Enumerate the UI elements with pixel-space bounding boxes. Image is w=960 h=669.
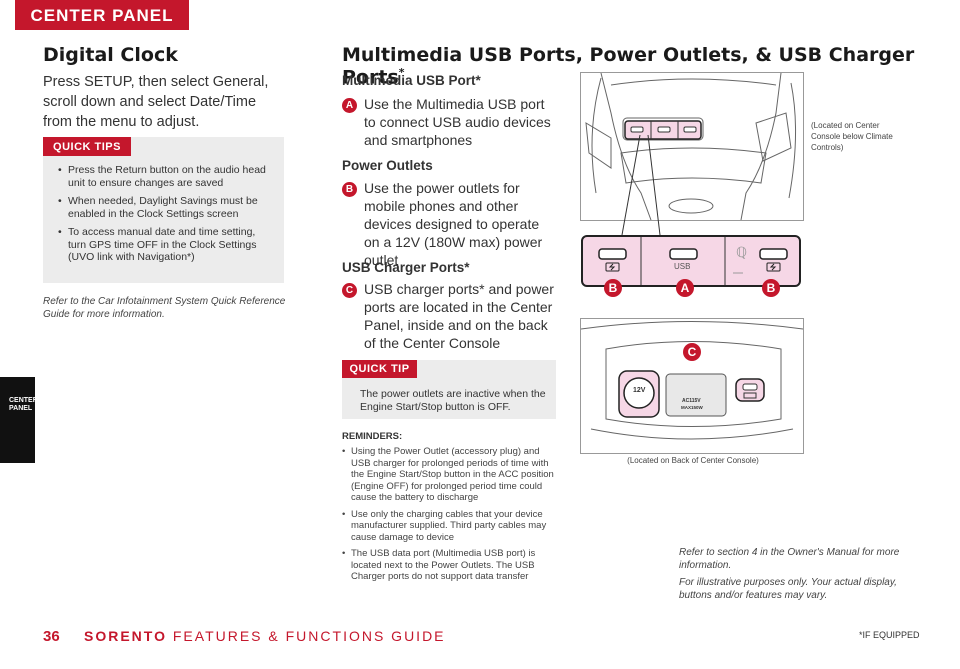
multimedia-title-text: Multimedia USB Ports, Power Outlets, & U… bbox=[342, 44, 915, 89]
center-console-caption: (Located on Center Console below Climate… bbox=[811, 121, 893, 152]
footer-brand: SORENTO FEATURES & FUNCTIONS GUIDE bbox=[84, 628, 446, 644]
side-section-tab: CENTER PANEL bbox=[0, 377, 38, 463]
multimedia-section-title: Multimedia USB Ports, Power Outlets, & U… bbox=[342, 44, 960, 88]
label-a: A bbox=[676, 279, 694, 297]
list-item: Use only the charging cables that your d… bbox=[342, 509, 558, 544]
refer-notes: Refer to section 4 in the Owner's Manual… bbox=[679, 546, 929, 602]
power-outlets-text: Use the power outlets for mobile phones … bbox=[364, 180, 543, 268]
guide-name: FEATURES & FUNCTIONS GUIDE bbox=[172, 628, 446, 644]
digital-clock-title: Digital Clock bbox=[43, 44, 178, 66]
console-drawing bbox=[585, 73, 797, 220]
rear-console-caption: (Located on Back of Center Console) bbox=[627, 456, 759, 465]
badge-c: C bbox=[342, 283, 357, 298]
reminders-list: Using the Power Outlet (accessory plug) … bbox=[342, 446, 558, 588]
quick-tips-list: Press the Return button on the audio hea… bbox=[58, 164, 274, 270]
usb-charger-text: USB charger ports* and power ports are l… bbox=[364, 281, 554, 351]
usb-charger-heading: USB Charger Ports* bbox=[342, 260, 470, 275]
refer-note: Refer to the Car Infotainment System Qui… bbox=[43, 296, 286, 320]
list-item: When needed, Daylight Savings must be en… bbox=[58, 195, 274, 220]
label-c: C bbox=[683, 343, 701, 361]
digital-clock-instructions: Press SETUP, then select General, scroll… bbox=[43, 74, 269, 130]
quick-tip-label: QUICK TIP bbox=[342, 360, 417, 378]
strip-usb-label: USB bbox=[674, 262, 691, 271]
rear-console-illustration: 12V AC115V MAX150W bbox=[580, 318, 804, 454]
quick-tips-label: QUICK TIPS bbox=[43, 137, 131, 156]
socket-12v-label: 12V bbox=[633, 387, 646, 394]
badge-b: B bbox=[342, 182, 357, 197]
section-tab: CENTER PANEL bbox=[15, 0, 189, 30]
usb-port-text: Use the Multimedia USB port to connect U… bbox=[364, 96, 551, 148]
socket-ac-max-label: MAX150W bbox=[681, 405, 703, 410]
list-item: Using the Power Outlet (accessory plug) … bbox=[342, 446, 558, 504]
socket-ac-label: AC115V bbox=[682, 398, 701, 404]
svg-text:ℚ: ℚ bbox=[736, 245, 747, 261]
side-tab-label: CENTER PANEL bbox=[9, 397, 38, 412]
quick-tip-text: The power outlets are inactive when the … bbox=[360, 388, 546, 413]
badge-a: A bbox=[342, 98, 357, 113]
list-item: Press the Return button on the audio hea… bbox=[58, 164, 274, 189]
refer-owners-manual: Refer to section 4 in the Owner's Manual… bbox=[679, 547, 900, 571]
power-outlets-heading: Power Outlets bbox=[342, 158, 433, 173]
if-equipped-mark: * bbox=[398, 66, 405, 79]
illustrative-disclaimer: For illustrative purposes only. Your act… bbox=[679, 577, 897, 601]
usb-port-heading: Multimedia USB Port* bbox=[342, 73, 481, 88]
list-item: The USB data port (Multimedia USB port) … bbox=[342, 548, 558, 583]
rear-console-drawing bbox=[581, 321, 803, 440]
list-item: To access manual date and time setting, … bbox=[58, 226, 274, 264]
label-b-right: B bbox=[762, 279, 780, 297]
reminders-heading: REMINDERS: bbox=[342, 431, 403, 442]
if-equipped-note: *IF EQUIPPED bbox=[859, 630, 920, 640]
label-b-left: B bbox=[604, 279, 622, 297]
port-strip-drawing: ℚ bbox=[598, 237, 788, 285]
port-strip: ℚ USB bbox=[581, 235, 801, 287]
page-number: 36 bbox=[43, 628, 60, 645]
center-console-illustration bbox=[580, 72, 804, 221]
brand-name: SORENTO bbox=[84, 628, 167, 644]
callout-lines bbox=[621, 135, 661, 235]
